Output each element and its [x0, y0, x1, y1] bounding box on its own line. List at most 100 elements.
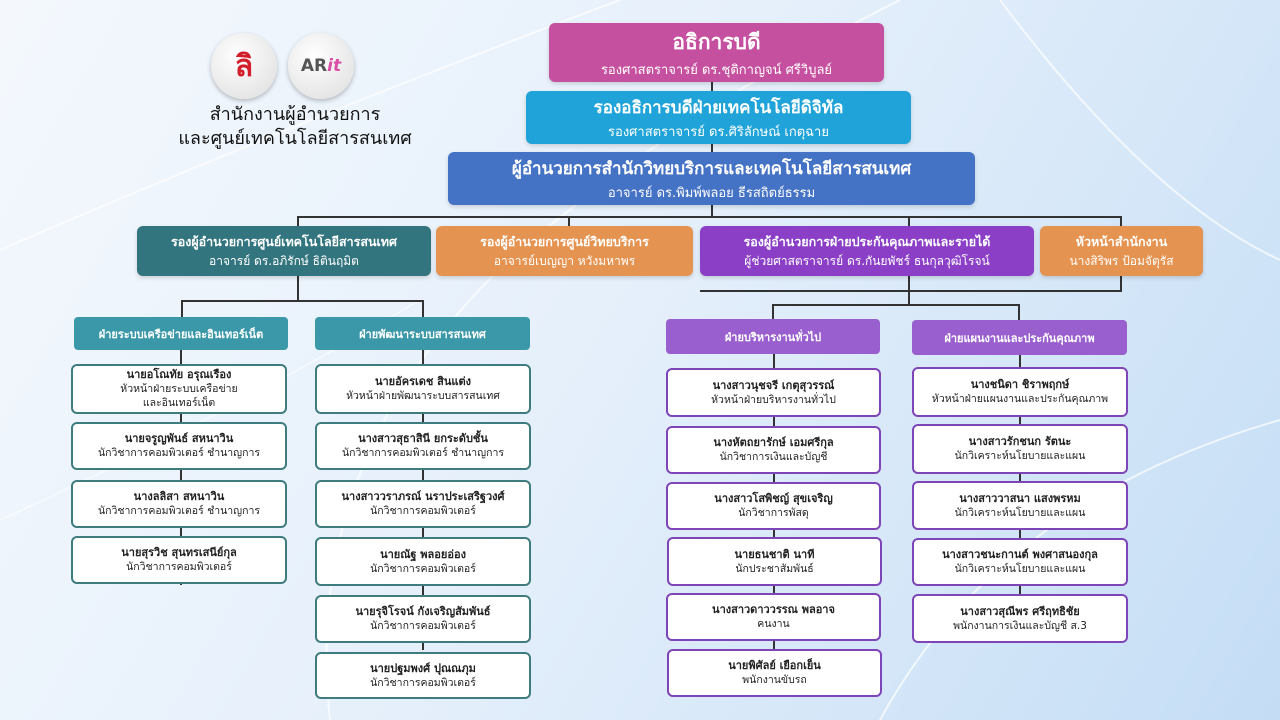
dept-admin-header: ฝ่ายบริหารงานทั่วไป: [666, 319, 880, 354]
connector: [297, 276, 299, 301]
staff-name: นางสาวสุณีพร ศรีฤทธิชัย: [960, 604, 1080, 618]
staff-name: นางสาวชนะกานต์ พงศาสนองกุล: [942, 548, 1098, 561]
connector: [772, 304, 1019, 306]
connector: [422, 300, 424, 318]
staff-name: นายปฐมพงศ์ ปุณณภุม: [370, 661, 476, 675]
staff-name: นายรุจิโรจน์ กังเจริญสัมพันธ์: [355, 605, 491, 618]
staff-name: นางหัตถยารักษ์ เอมศรีกุล: [713, 436, 834, 449]
connector: [181, 300, 183, 318]
staff-role: หัวหน้าฝ่ายแผนงานและประกันคุณภาพ: [931, 393, 1109, 405]
staff-name: นางสาวโสพิชญ์ สุขเจริญ: [714, 492, 833, 505]
staff-role: นักวิชาการคอมพิวเตอร์ ชำนาญการ: [97, 505, 261, 517]
connector: [297, 216, 299, 226]
staff-card: นางหัตถยารักษ์ เอมศรีกุลนักวิชาการเงินแล…: [666, 426, 881, 474]
staff-card: นายอโณทัย อรุณเรือง หัวหน้าฝ่ายระบบเครือ…: [71, 364, 287, 414]
connector: [297, 216, 1121, 218]
staff-card: นางสาวนุชจรี เกตุสุวรรณ์หัวหน้าฝ่ายบริหา…: [666, 368, 881, 417]
staff-name: นายจรูญพันธ์ สหนาวิน: [124, 432, 234, 445]
dept-infosys-header: ฝ่ายพัฒนาระบบสารสนเทศ: [315, 317, 530, 350]
staff-card: นางสาวสุธาสินี ยกระดับชั้นนักวิชาการคอมพ…: [315, 422, 531, 470]
staff-role: พนักงานขับรถ: [742, 674, 807, 686]
staff-name: นางสาววราภรณ์ นราประเสริฐวงศ์: [341, 490, 505, 503]
staff-role: นักวิชาการคอมพิวเตอร์: [370, 505, 476, 517]
staff-name: นางลลิสา สหนาวิน: [133, 490, 225, 503]
staff-card: นางสาววาสนา แสงพรหมนักวิเคราะห์นโยบายและ…: [912, 481, 1128, 530]
deputy-it-center-box: รองผู้อำนวยการศูนย์เทคโนโลยีสารสนเทศ อาจ…: [137, 226, 431, 276]
president-box: อธิการบดี รองศาสตราจารย์ ดร.ชุติกาญจน์ ศ…: [549, 23, 884, 82]
staff-name: นายธนชาติ นาที: [734, 547, 815, 561]
staff-role: นักวิเคราะห์นโยบายและแผน: [954, 563, 1086, 575]
staff-name: นายสุรวิช สุนทรเสนีย์กุล: [121, 546, 237, 559]
staff-role: นักวิชาการคอมพิวเตอร์: [126, 561, 232, 573]
deputy-name: อาจารย์ ดร.อภิรักษ์ ธิตินฤมิต: [209, 253, 359, 268]
staff-role: นักวิเคราะห์นโยบายและแผน: [954, 506, 1086, 519]
president-title: อธิการบดี: [672, 29, 761, 54]
staff-role: นักวิชาการคอมพิวเตอร์: [370, 620, 476, 632]
staff-name: นายอัครเดช สินแต่ง: [374, 375, 472, 388]
staff-name: นางสาววาสนา แสงพรหม: [959, 491, 1081, 505]
director-title: ผู้อำนวยการสำนักวิทยบริการและเทคโนโลยีสา…: [511, 158, 912, 179]
staff-name: นางสาวดาววรรณ พลอาจ: [712, 603, 835, 616]
staff-card: นางลลิสา สหนาวินนักวิชาการคอมพิวเตอร์ ชำ…: [71, 480, 287, 528]
arit-logo: ARit: [288, 33, 354, 99]
deputy-title: รองผู้อำนวยการศูนย์วิทยบริการ: [480, 233, 649, 249]
deputy-title: รองผู้อำนวยการฝ่ายประกันคุณภาพและรายได้: [743, 233, 991, 249]
staff-card: นายพิศัลย์ เยือกเย็นพนักงานขับรถ: [667, 649, 882, 697]
staff-role: นักวิชาการคอมพิวเตอร์ ชำนาญการ: [341, 447, 505, 459]
staff-role: และอินเทอร์เน็ต: [142, 397, 216, 409]
dept-planning-header: ฝ่ายแผนงานและประกันคุณภาพ: [912, 320, 1127, 355]
deputy-title: หัวหน้าสำนักงาน: [1075, 233, 1168, 249]
staff-role: นักวิชาการพัสดุ: [738, 507, 809, 519]
staff-card: นายจรูญพันธ์ สหนาวินนักวิชาการคอมพิวเตอร…: [71, 422, 287, 470]
connector: [908, 216, 910, 226]
connector: [1019, 355, 1021, 600]
president-name: รองศาสตราจารย์ ดร.ชุติกาญจน์ ศรีวิบูลย์: [600, 62, 833, 78]
vice-president-title: รองอธิการบดีฝ่ายเทคโนโลยีดิจิทัล: [593, 97, 844, 118]
staff-card: นายปฐมพงศ์ ปุณณภุมนักวิชาการคอมพิวเตอร์: [315, 652, 531, 699]
staff-card: นางสาววราภรณ์ นราประเสริฐวงศ์นักวิชาการค…: [315, 480, 531, 528]
connector: [181, 300, 424, 302]
staff-card: นางสาวโสพิชญ์ สุขเจริญนักวิชาการพัสดุ: [666, 482, 881, 530]
staff-card: นางสาวรักชนก รัตนะนักวิเคราะห์นโยบายและแ…: [912, 424, 1128, 474]
staff-role: นักวิชาการเงินและบัญชี: [719, 451, 828, 463]
deputy-name: ผู้ช่วยศาสตราจารย์ ดร.กันยพัชร์ ธนกุลวุฒ…: [744, 253, 990, 268]
staff-name: นายอโณทัย อรุณเรือง: [126, 368, 232, 381]
office-title-line1: สำนักงานผู้อำนวยการ: [209, 104, 381, 125]
staff-card: นายณัฐ พลอยอ่องนักวิชาการคอมพิวเตอร์: [315, 537, 531, 586]
staff-role: นักวิชาการคอมพิวเตอร์ ชำนาญการ: [97, 447, 261, 459]
staff-name: นางชนิดา ชิราพฤกษ์: [970, 378, 1070, 391]
staff-card: นายอัครเดช สินแต่งหัวหน้าฝ่ายพัฒนาระบบสา…: [315, 364, 531, 414]
staff-card: นายธนชาติ นาทีนักประชาสัมพันธ์: [667, 537, 882, 586]
dept-network-header: ฝ่ายระบบเครือข่ายและอินเทอร์เน็ต: [74, 317, 288, 350]
deputy-academic-resource-box: รองผู้อำนวยการศูนย์วิทยบริการ อาจารย์เบญ…: [436, 226, 693, 276]
deputy-quality-box: รองผู้อำนวยการฝ่ายประกันคุณภาพและรายได้ …: [700, 226, 1034, 276]
university-seal-logo: ลิ: [211, 33, 277, 99]
staff-name: นางสาวนุชจรี เกตุสุวรรณ์: [712, 378, 835, 392]
staff-name: นายพิศัลย์ เยือกเย็น: [728, 659, 821, 672]
connector: [772, 304, 774, 320]
staff-role: นักวิชาการคอมพิวเตอร์: [370, 562, 476, 575]
staff-card: นายสุรวิช สุนทรเสนีย์กุลนักวิชาการคอมพิว…: [71, 536, 287, 584]
deputy-title: รองผู้อำนวยการศูนย์เทคโนโลยีสารสนเทศ: [171, 233, 397, 249]
staff-name: นางสาวรักชนก รัตนะ: [968, 435, 1072, 448]
vice-president-box: รองอธิการบดีฝ่ายเทคโนโลยีดิจิทัล รองศาสต…: [526, 91, 911, 144]
connector: [711, 80, 713, 217]
staff-role: คนงาน: [757, 618, 790, 630]
staff-card: นายรุจิโรจน์ กังเจริญสัมพันธ์นักวิชาการค…: [315, 595, 531, 643]
staff-role: นักวิชาการคอมพิวเตอร์: [370, 676, 476, 689]
staff-role: หัวหน้าฝ่ายระบบเครือข่าย: [120, 383, 238, 395]
office-title: สำนักงานผู้อำนวยการ และศูนย์เทคโนโลยีสาร…: [150, 103, 440, 151]
staff-card: นางสาวชนะกานต์ พงศาสนองกุลนักวิเคราะห์นโ…: [912, 538, 1128, 586]
staff-card: นางสาวสุณีพร ศรีฤทธิชัยพนักงานการเงินและ…: [912, 594, 1128, 643]
vice-president-name: รองศาสตราจารย์ ดร.ศิริลักษณ์ เกตุฉาย: [608, 124, 829, 140]
office-head-box: หัวหน้าสำนักงาน นางสิริพร ป้อมจัตุรัส: [1040, 226, 1203, 276]
staff-role: นักวิเคราะห์นโยบายและแผน: [954, 450, 1086, 462]
connector: [1018, 304, 1020, 320]
staff-card: นางสาวดาววรรณ พลอาจคนงาน: [666, 593, 881, 641]
director-name: อาจารย์ ดร.พิมพ์พลอย ธีรสถิตย์ธรรม: [607, 185, 816, 201]
staff-card: นางชนิดา ชิราพฤกษ์หัวหน้าฝ่ายแผนงานและปร…: [912, 367, 1128, 417]
director-box: ผู้อำนวยการสำนักวิทยบริการและเทคโนโลยีสา…: [448, 152, 975, 205]
staff-name: นายณัฐ พลอยอ่อง: [380, 547, 466, 561]
connector: [568, 216, 570, 226]
staff-name: นางสาวสุธาสินี ยกระดับชั้น: [358, 432, 488, 445]
